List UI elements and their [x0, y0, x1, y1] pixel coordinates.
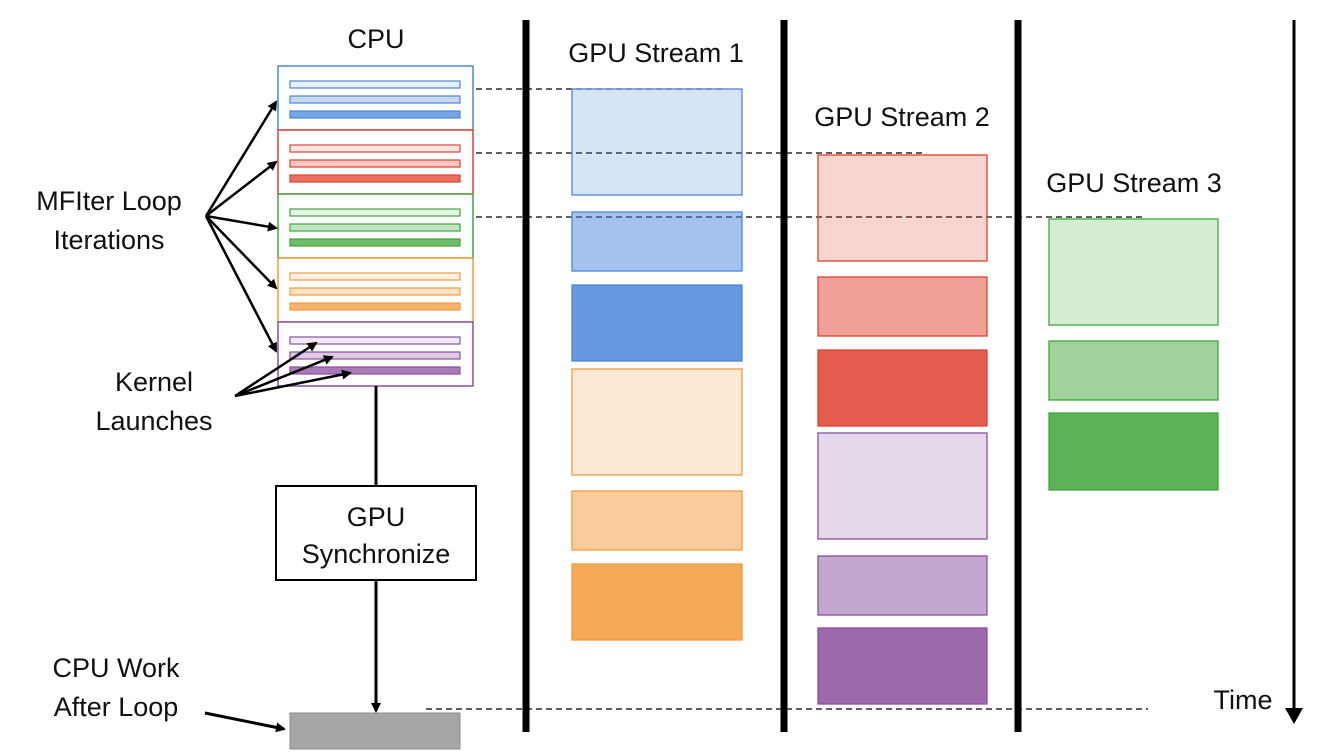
kernel-launch-bar — [289, 110, 461, 119]
orange-iteration — [277, 257, 474, 323]
gpu-synchronize-line1: GPU — [347, 502, 406, 532]
mfiter-label-line2: Iterations — [53, 225, 164, 255]
mfiter-arrow-5 — [204, 215, 278, 353]
stream-1-kernel — [571, 368, 743, 476]
kernel-launch-bar — [289, 144, 461, 153]
kernel-label-line1: Kernel — [115, 367, 193, 397]
kernel-arrow-1 — [234, 341, 318, 398]
mfiter-arrow-2 — [205, 160, 278, 217]
stream-3-kernel — [1048, 340, 1219, 401]
kernel-arrow-2 — [234, 355, 334, 398]
stream-1-kernel — [571, 284, 743, 362]
mfiter-label-line1: MFIter Loop — [36, 186, 182, 216]
stream-1-kernel — [571, 88, 743, 196]
kernel-launch-bar — [289, 159, 461, 168]
gpu-kernels — [571, 88, 1219, 705]
gpu-synchronize-box — [275, 485, 477, 581]
gpu-stream-3-title: GPU Stream 3 — [1046, 168, 1222, 198]
kernel-launch-bar — [289, 272, 461, 281]
stream-2-kernel — [817, 627, 988, 705]
kernel-launch-bar — [289, 238, 461, 247]
gpu-stream-2-title: GPU Stream 2 — [814, 102, 990, 132]
cpu-work-label-line2: After Loop — [54, 692, 179, 722]
time-axis-arrowhead — [1285, 708, 1303, 724]
green-iteration — [277, 193, 474, 259]
stream-2-kernel — [817, 276, 988, 337]
stream-3-kernel — [1048, 412, 1219, 491]
cpu-work-label-line1: CPU Work — [52, 653, 180, 683]
stream-3-kernel — [1048, 218, 1219, 326]
cpu-iterations — [277, 65, 474, 387]
stream-1-kernel — [571, 490, 743, 551]
stream-1-kernel — [571, 211, 743, 272]
mfiter-arrow-1 — [204, 100, 278, 217]
kernel-launch-bar — [289, 223, 461, 232]
kernel-launch-bar — [289, 208, 461, 217]
cpu-work-pointer-arrow — [204, 711, 286, 733]
kernel-launch-bar — [289, 366, 461, 375]
red-iteration — [277, 129, 474, 195]
mfiter-arrow-3 — [205, 214, 278, 232]
kernel-launch-bar — [289, 336, 461, 345]
kernel-launch-bar — [289, 95, 461, 104]
time-label: Time — [1214, 685, 1273, 715]
kernel-arrow-3 — [234, 369, 352, 398]
kernel-launch-bar — [289, 80, 461, 89]
kernel-launch-bar — [289, 174, 461, 183]
purple-iteration — [277, 321, 474, 387]
stream-2-kernel — [817, 555, 988, 616]
kernel-label-line2: Launches — [95, 406, 212, 436]
stream-2-kernel — [817, 349, 988, 427]
gpu-synchronize-line2: Synchronize — [302, 539, 451, 569]
kernel-launch-bar — [289, 302, 461, 311]
stream-2-kernel — [817, 154, 988, 262]
mfiter-arrow-4 — [205, 215, 278, 290]
kernel-launch-bar — [289, 287, 461, 296]
gpu-stream-1-title: GPU Stream 1 — [568, 38, 744, 68]
stream-1-kernel — [571, 563, 743, 641]
blue-iteration — [277, 65, 474, 131]
cpu-work-block — [289, 712, 461, 750]
cpu-title: CPU — [347, 24, 404, 54]
stream-2-kernel — [817, 432, 988, 540]
kernel-launch-bar — [289, 351, 461, 360]
